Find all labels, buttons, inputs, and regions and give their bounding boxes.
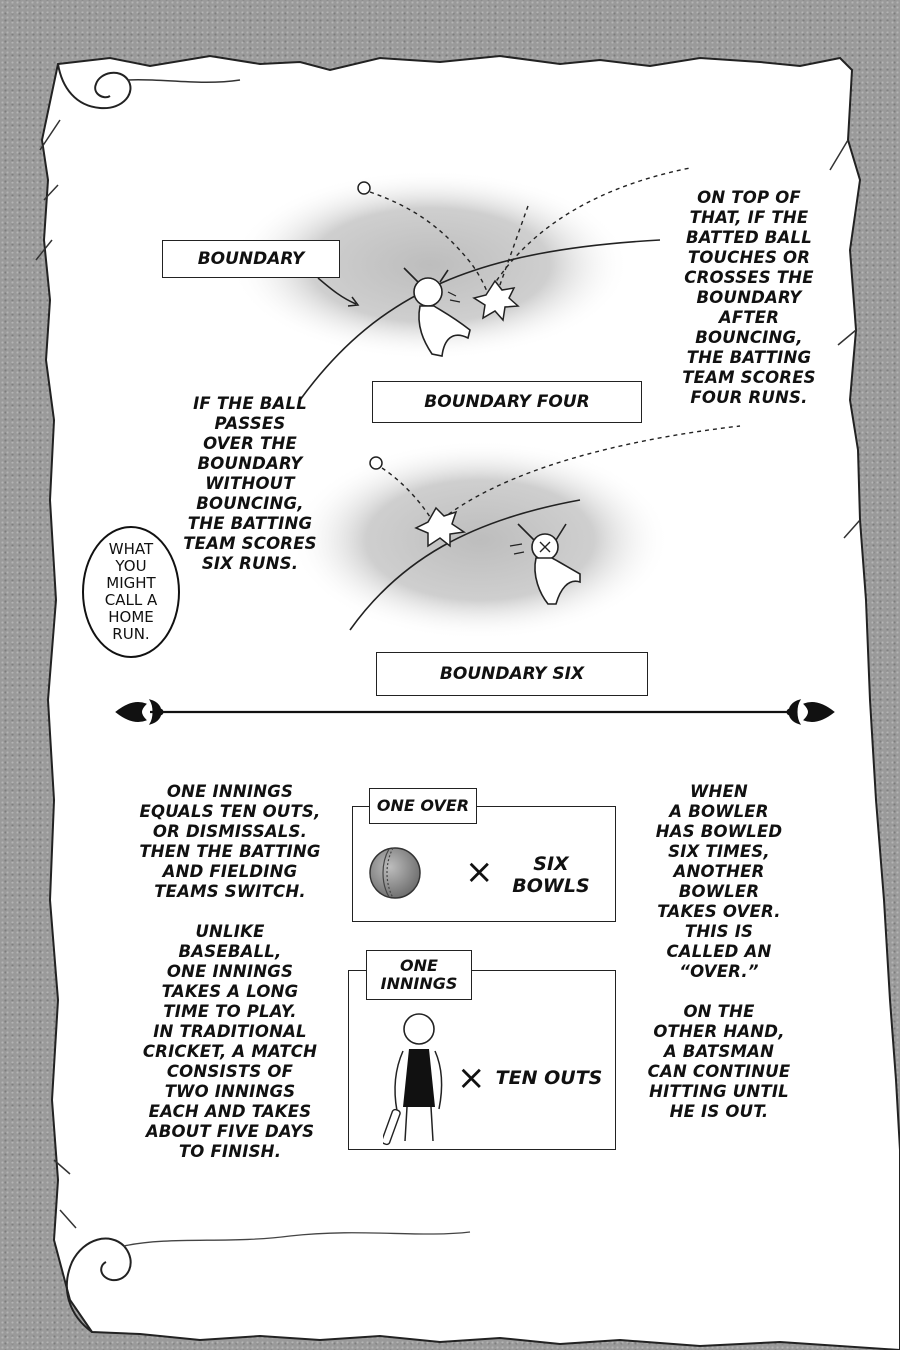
times-icon: × [457, 1058, 486, 1098]
innings-explanation: ONE INNINGS EQUALS TEN OUTS, OR DISMISSA… [139, 782, 321, 901]
boundary-line-six [349, 499, 581, 631]
one-over-box: × SIX BOWLS [352, 806, 616, 922]
boundary-four-label: BOUNDARY FOUR [372, 381, 642, 423]
boundary-six-label: BOUNDARY SIX [376, 652, 648, 696]
four-runs-explanation: ON TOP OF THAT, IF THE BATTED BALL TOUCH… [682, 188, 816, 407]
impact-burst-icon [472, 279, 520, 322]
fleur-divider-icon [115, 699, 835, 725]
parchment [40, 54, 900, 1350]
six-runs-explanation: IF THE BALL PASSES OVER THE BOUNDARY WIT… [183, 394, 317, 573]
over-explanation: WHEN A BOWLER HAS BOWLED SIX TIMES, ANOT… [655, 782, 783, 981]
ten-outs-value: TEN OUTS [495, 1067, 603, 1089]
boundary-label: BOUNDARY [162, 240, 340, 278]
bottom-scroll-curl [65, 1237, 132, 1333]
one-innings-tab: ONE INNINGS [366, 950, 472, 1000]
innings-duration-explanation: UNLIKE BASEBALL, ONE INNINGS TAKES A LON… [142, 922, 318, 1161]
one-innings-box: × TEN OUTS [348, 970, 616, 1150]
one-over-tab: ONE OVER [369, 788, 477, 824]
ball-icon [357, 181, 371, 195]
batsman-icon [383, 1013, 443, 1146]
cricket-ball-icon [369, 847, 421, 899]
batsman-explanation: ON THE OTHER HAND, A BATSMAN CAN CONTINU… [647, 1002, 791, 1121]
six-bowls-value: SIX BOWLS [512, 853, 590, 897]
boundary-line-four [299, 239, 661, 401]
fielder-icon [403, 267, 471, 357]
times-icon: × [465, 852, 494, 892]
home-run-bubble: WHAT YOU MIGHT CALL A HOME RUN. [82, 526, 180, 658]
